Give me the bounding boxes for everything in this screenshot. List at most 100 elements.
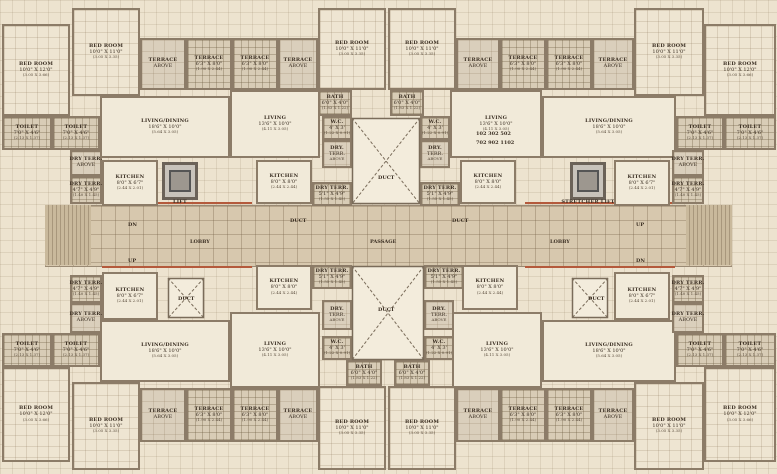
room-name: TERRACE [194, 405, 224, 412]
room-name: DRY TERR. [69, 180, 103, 187]
room-metric: (2.44 X 2.44) [476, 289, 504, 295]
room-name: W.C. [330, 118, 344, 125]
room-name: TERRACE [240, 54, 270, 61]
room-metric: (1.90 X 2.44) [555, 417, 583, 423]
room-dry-tl: DRY TERR.ABOVE [69, 150, 102, 176]
duct-cross-line [351, 117, 421, 205]
room-name: BED ROOM [18, 405, 54, 412]
room-dim: 4'7" X 4'9" [72, 285, 100, 292]
room-name: TERRACE [240, 405, 270, 412]
room-metric: (2.44 X 2.01) [116, 185, 144, 191]
room-name: TERRACE [283, 408, 313, 415]
room-name: BED ROOM [722, 60, 758, 67]
room-name: KITCHEN [627, 173, 657, 180]
room-dim: 13'6" X 10'0" [258, 346, 292, 353]
room-name: LIVING [484, 114, 508, 121]
room-dim: TERR. [328, 311, 346, 318]
duct-x-br [571, 277, 609, 319]
room-metric: (3.05 X 3.35) [338, 51, 366, 57]
room-name: TERRACE [554, 54, 584, 61]
room-metric: ABOVE [427, 156, 443, 162]
room-wc-bcr: W.C.4' X 3'(1.22 X 0.91) [424, 336, 454, 360]
room-metric: (2.44 X 2.44) [270, 184, 298, 190]
room-name: KITCHEN [627, 286, 657, 293]
room-lift-r: STRETCHER LIFT [561, 162, 614, 205]
room-dim: 5'1" X 4'9" [318, 273, 346, 280]
room-dim: 8'0" X 8'0" [476, 284, 504, 291]
room-dim: ABOVE [468, 414, 488, 420]
room-metric: (4.11 X 3.05) [483, 352, 511, 358]
room-metric: (2.13 X 1.37) [686, 135, 714, 141]
room-metric: (3.05 X 3.66) [22, 72, 50, 78]
room-dim: 10'0" X 12'0" [723, 411, 757, 418]
room-name: BED ROOM [334, 418, 370, 425]
room-dim: ABOVE [76, 317, 96, 323]
label-duct-bc: DUCT [378, 307, 395, 313]
label-duct-tc1: DUCT [290, 218, 307, 224]
room-metric: (5.64 X 3.05) [595, 129, 623, 135]
room-name: LIVING/DINING [585, 341, 633, 348]
label-up-r1: DN [636, 258, 645, 264]
room-metric: (2.13 X 1.37) [62, 135, 90, 141]
room-metric: (4.11 X 3.05) [261, 352, 289, 358]
room-metric: (1.40 X 1.45) [72, 291, 100, 297]
room-name: BATH [398, 93, 416, 100]
room-name: TOILET [688, 123, 712, 130]
room-metric: (1.83 X 1.22) [393, 105, 421, 111]
room-dim: ABOVE [603, 414, 623, 420]
room-name: LIVING [263, 114, 287, 121]
room-name: KITCHEN [115, 173, 145, 180]
room-dim: 4'7" X 4'9" [72, 186, 100, 193]
room-metric: (5.64 X 3.05) [151, 353, 179, 359]
room-dim: ABOVE [603, 63, 623, 69]
staircase-left [45, 205, 91, 265]
room-metric: (1.83 X 1.22) [398, 375, 426, 381]
room-name: KITCHEN [475, 278, 505, 285]
room-metric: (3.05 X 3.66) [726, 416, 754, 422]
room-name: BATH [355, 363, 373, 370]
room-metric: (3.05 X 3.35) [92, 54, 120, 60]
duct-x-top [351, 117, 421, 205]
room-dim: 4' X 3' [329, 124, 345, 131]
room-metric: (4.11 X 3.05) [482, 126, 510, 132]
room-dim: 4' X 3' [431, 344, 447, 351]
room-dim: TERR. [426, 150, 444, 157]
room-dim: 10'0" X 12'0" [19, 411, 53, 418]
label-duct-tc3: DUCT [378, 175, 395, 181]
room-metric: ABOVE [329, 156, 345, 162]
room-dim: 6'3" X 8'0" [195, 60, 223, 67]
room-name: LIVING [263, 340, 287, 347]
room-metric: (3.05 X 3.35) [655, 428, 683, 434]
room-name: TERRACE [283, 57, 313, 64]
room-metric: (1.55 X 1.45) [318, 196, 346, 202]
room-dim: 6'0" X 4'0" [321, 99, 349, 106]
room-name: TOILET [738, 340, 762, 347]
room-dim: TERR. [328, 150, 346, 157]
label-dn-l1: DN [128, 222, 137, 228]
duct-frame [167, 277, 205, 319]
room-name: TERRACE [194, 54, 224, 61]
room-dim: 4'7" X 4'9" [674, 186, 702, 193]
room-metric: (1.40 X 1.45) [72, 192, 100, 198]
room-name: KITCHEN [269, 278, 299, 285]
room-name: DRY. [428, 144, 442, 151]
room-name: BATH [403, 363, 421, 370]
room-name: TOILET [64, 123, 88, 130]
room-name: TERRACE [463, 408, 493, 415]
